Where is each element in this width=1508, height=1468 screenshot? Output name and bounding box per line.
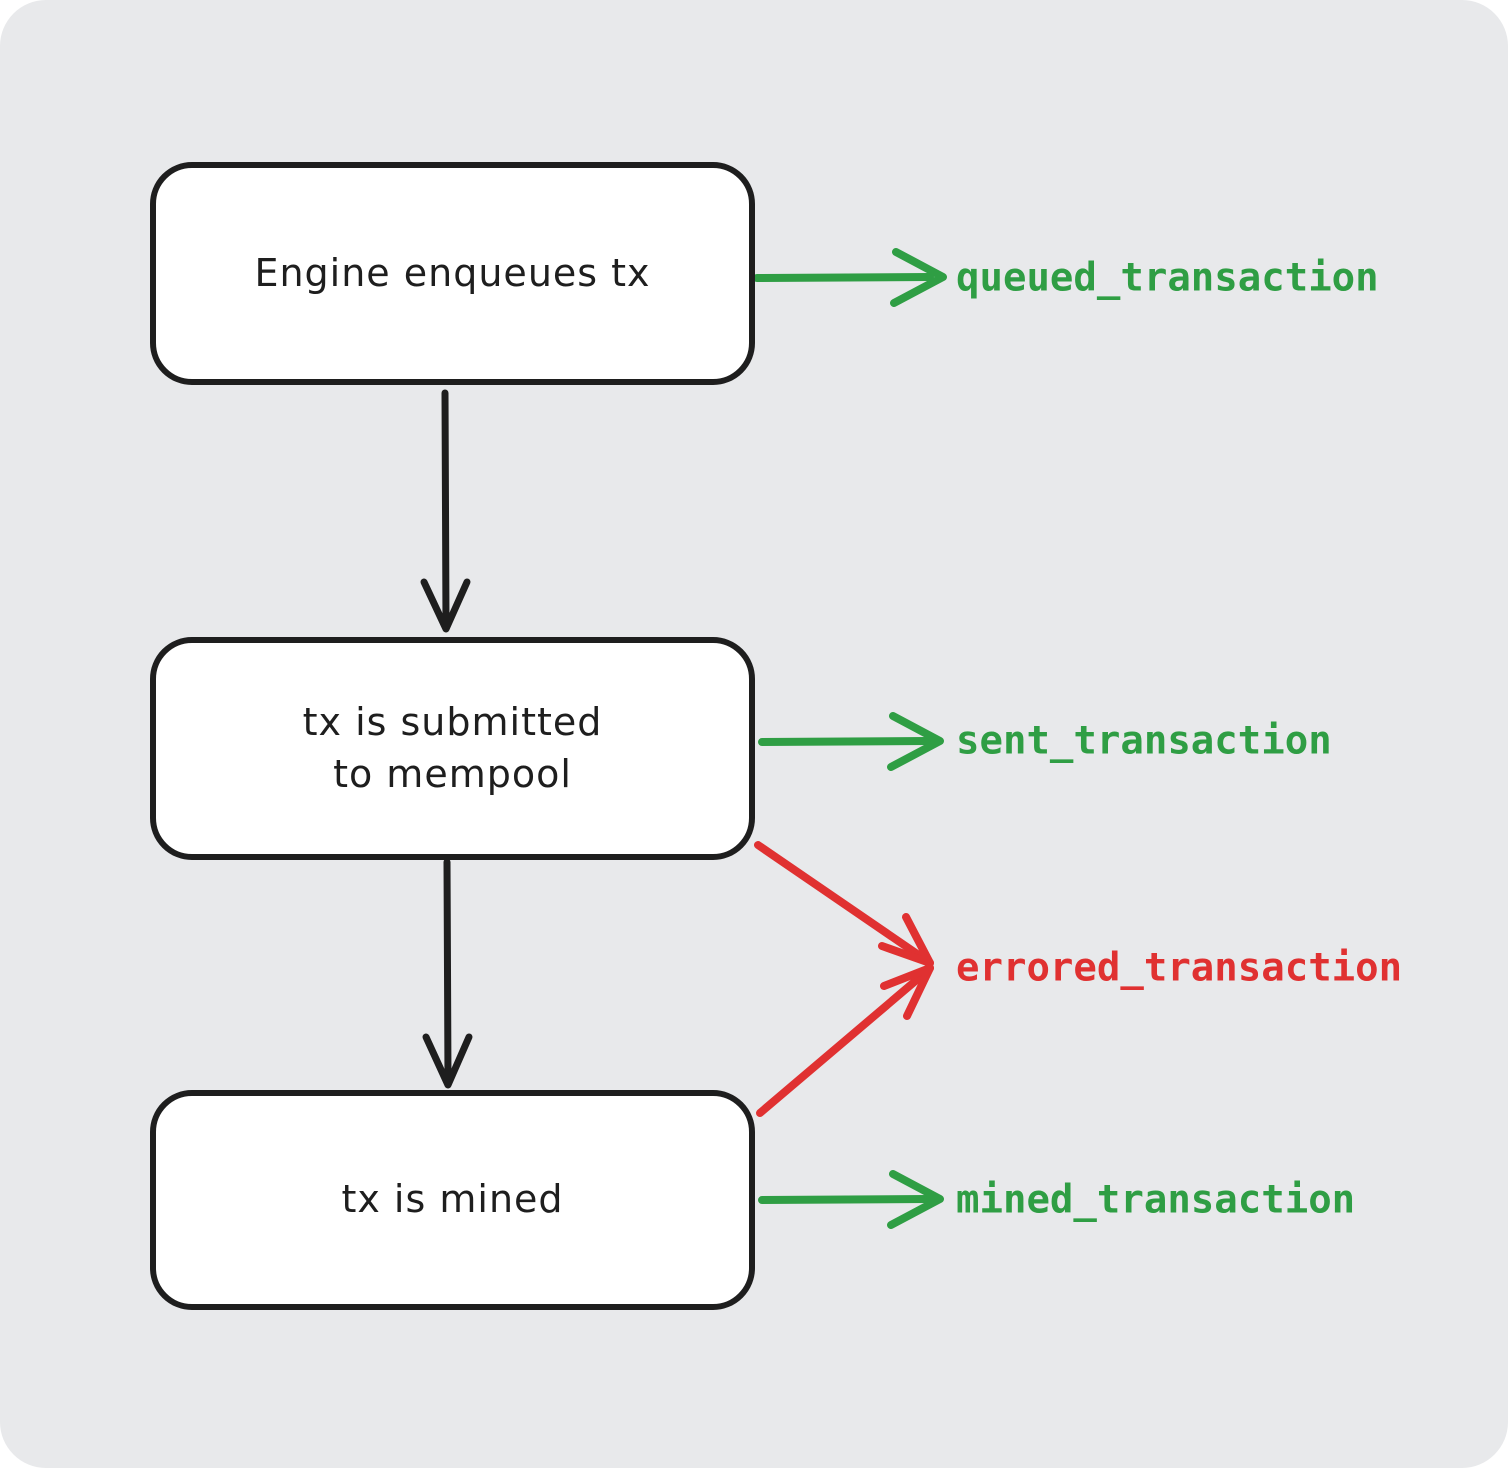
- event-label-sent-transaction: sent_transaction: [956, 718, 1332, 764]
- node-tx-submitted-to-mempool: tx is submitted to mempool: [150, 637, 755, 860]
- event-label-queued-transaction: queued_transaction: [956, 255, 1379, 301]
- node-label: Engine enqueues tx: [254, 250, 651, 295]
- node-label: tx is submitted to mempool: [302, 700, 603, 796]
- event-label-mined-transaction: mined_transaction: [956, 1177, 1356, 1223]
- node-label: tx is mined: [341, 1177, 564, 1222]
- node-tx-is-mined: tx is mined: [150, 1090, 755, 1310]
- event-label-errored-transaction: errored_transaction: [956, 945, 1403, 991]
- node-engine-enqueues-tx: Engine enqueues tx: [150, 162, 755, 385]
